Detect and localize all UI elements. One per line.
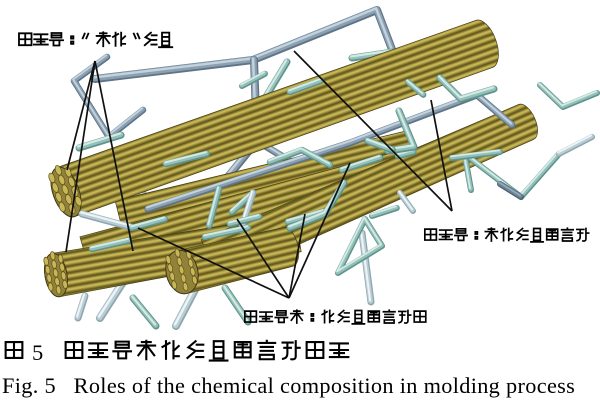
svg-text:Fig. 5 Roles of the chemical: Fig. 5 Roles of the chemical composition…	[2, 373, 575, 398]
svg-text:5: 5	[32, 340, 43, 365]
